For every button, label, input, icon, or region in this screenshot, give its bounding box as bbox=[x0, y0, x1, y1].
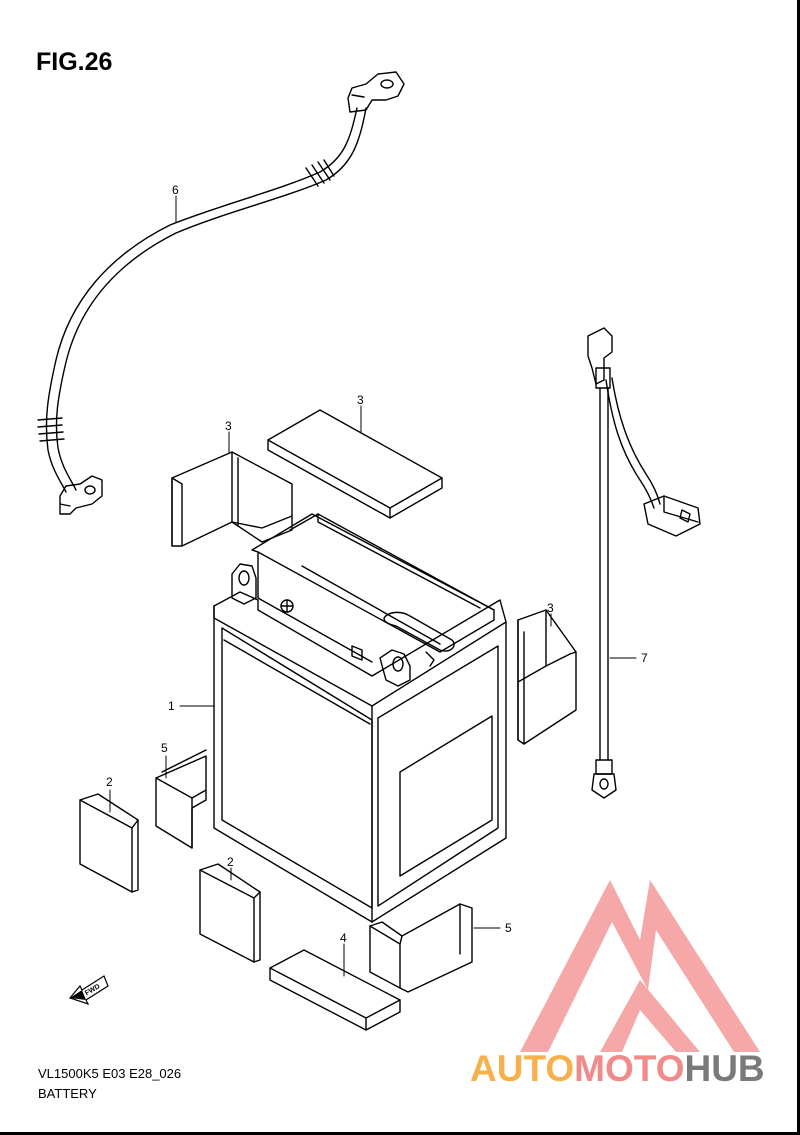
pad-part-4 bbox=[269, 949, 401, 1031]
figure-code: VL1500K5 E03 E28_026 bbox=[38, 1066, 182, 1081]
battery-cable-part-6 bbox=[37, 71, 405, 515]
figure-name: BATTERY bbox=[38, 1086, 97, 1101]
callout-5: 5 bbox=[161, 741, 168, 755]
battery-part-1 bbox=[213, 513, 507, 923]
frame-border-right bbox=[797, 0, 800, 1135]
automotohub-logo-icon bbox=[520, 880, 760, 1052]
fwd-arrow-icon: FWD bbox=[68, 975, 109, 1006]
callout-3: 3 bbox=[547, 601, 554, 615]
pad-part-3-left bbox=[171, 451, 293, 547]
callout-4: 4 bbox=[340, 931, 347, 945]
pad-part-5-right bbox=[369, 903, 473, 993]
callout-2: 2 bbox=[106, 775, 113, 789]
callout-3: 3 bbox=[357, 393, 364, 407]
callout-7: 7 bbox=[641, 651, 648, 665]
pad-part-3-right bbox=[517, 609, 577, 745]
pad-part-2-bottom bbox=[199, 863, 261, 963]
pad-part-5-left bbox=[155, 749, 207, 849]
figure-title: FIG.26 bbox=[36, 48, 113, 76]
callout-numbers: 6 3 3 3 1 7 5 2 2 4 5 bbox=[106, 183, 648, 945]
callout-2: 2 bbox=[227, 855, 234, 869]
callout-5: 5 bbox=[505, 921, 512, 935]
watermark-wordmark: AUTOMOTOHUB bbox=[470, 1048, 765, 1090]
pad-part-2-left bbox=[79, 793, 139, 893]
frame-border-bottom bbox=[0, 1132, 800, 1135]
pad-part-3-top bbox=[267, 409, 443, 519]
callout-6: 6 bbox=[172, 183, 179, 197]
callout-3: 3 bbox=[225, 419, 232, 433]
watermark-hub: HUB bbox=[684, 1048, 765, 1089]
callout-1: 1 bbox=[168, 699, 175, 713]
watermark-auto: AUTO bbox=[470, 1048, 575, 1089]
leader-lines bbox=[109, 195, 637, 977]
sub-cable-part-7 bbox=[587, 327, 701, 799]
watermark-moto: MOTO bbox=[574, 1048, 685, 1089]
